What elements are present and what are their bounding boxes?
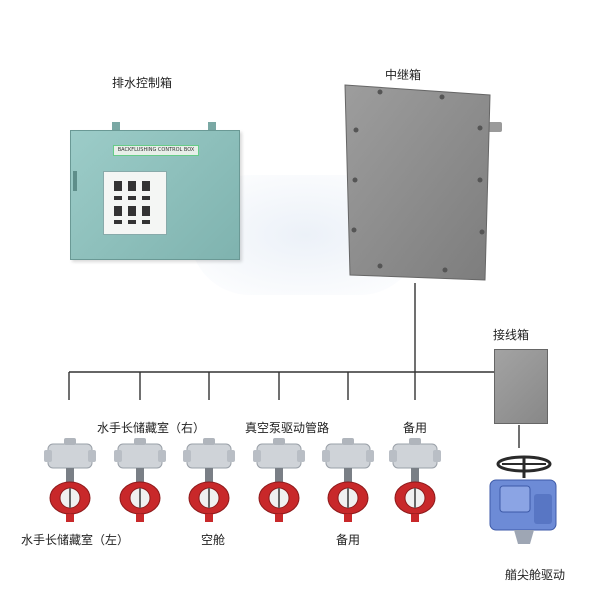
butterfly-valve-5 (322, 438, 374, 522)
mount-tab (112, 122, 120, 131)
drain-control-box-label: 排水控制箱 (112, 76, 173, 90)
valve-body (258, 481, 300, 522)
switch-array (114, 181, 150, 224)
forepeak-drive-label: 艏尖舱驱动 (505, 568, 566, 582)
valve-body (394, 481, 436, 522)
valve-actuator (253, 438, 305, 469)
control-box-body: BACKFLUSHING CONTROL BOX (70, 130, 240, 260)
valve-body (49, 481, 91, 522)
junction-box (494, 349, 548, 424)
vacuum-pump-line-label: 真空泵驱动管路 (245, 421, 330, 435)
relay-box-connector (488, 122, 502, 132)
door-hinge (73, 171, 77, 191)
mount-tab (208, 122, 216, 131)
relay-box-label: 中继箱 (385, 68, 422, 82)
junction-box-label: 接线箱 (493, 328, 530, 342)
valve-actuator (389, 438, 441, 469)
spare-label-bottom: 备用 (336, 533, 361, 547)
handwheel-icon (496, 455, 552, 478)
forepeak-actuator (489, 455, 557, 544)
valve-actuator (44, 438, 96, 469)
valve-actuator (114, 438, 166, 469)
valve-body (188, 481, 230, 522)
butterfly-valve-6 (389, 438, 441, 522)
void-space-label: 空舱 (201, 533, 226, 547)
butterfly-valve-3 (183, 438, 235, 522)
butterfly-valve-1 (44, 438, 96, 522)
valve-body (327, 481, 369, 522)
butterfly-valve-2 (114, 438, 166, 522)
spare-label-top: 备用 (403, 421, 428, 435)
valve-actuator (183, 438, 235, 469)
valve-actuator (322, 438, 374, 469)
control-box-nameplate: BACKFLUSHING CONTROL BOX (113, 145, 199, 156)
relay-box (344, 84, 491, 281)
switch-panel (103, 171, 167, 235)
valve-body (119, 481, 161, 522)
boatswain-store-left-label: 水手长储藏室（左） (21, 533, 130, 547)
butterfly-valve-4 (253, 438, 305, 522)
boatswain-store-right-label: 水手长储藏室（右） (97, 421, 206, 435)
